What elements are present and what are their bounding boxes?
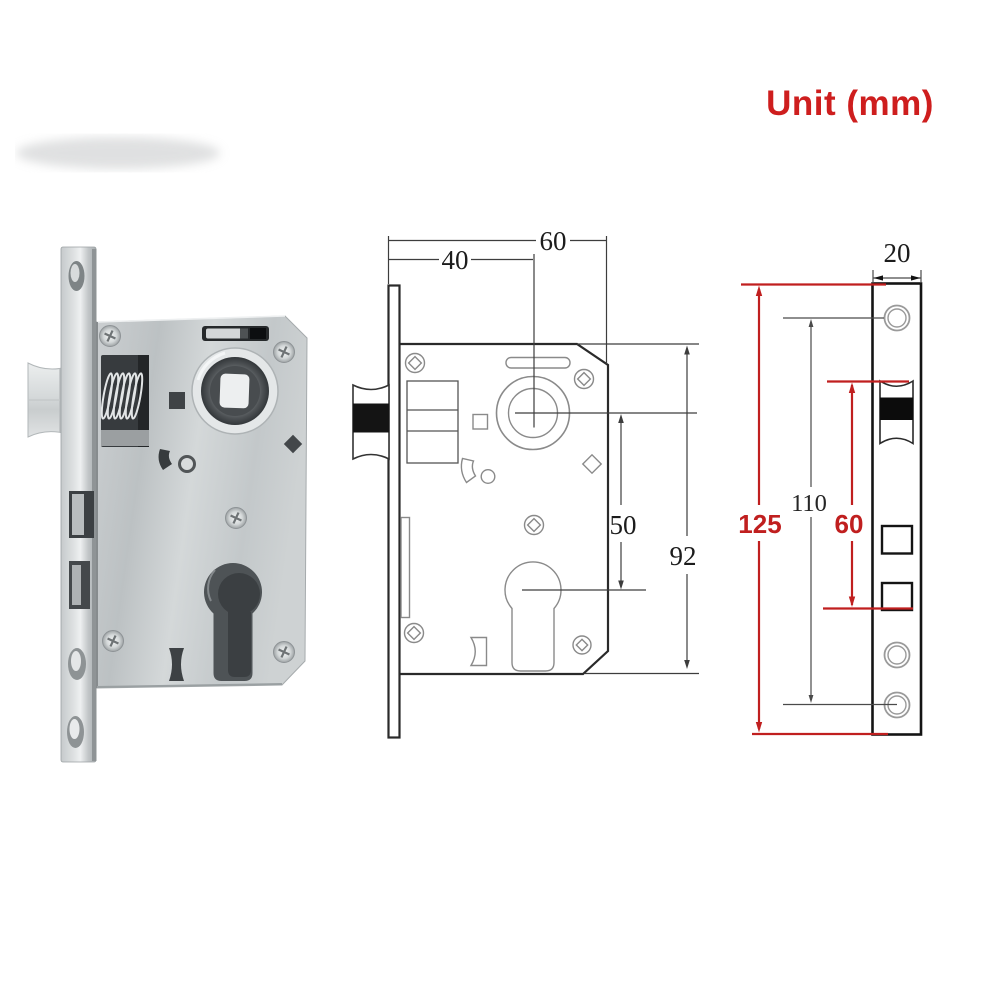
faceplate-view-drawing: 20 110 125 (738, 238, 923, 736)
screw-middle (225, 507, 247, 529)
deadbolt-slot-drawing (400, 516, 411, 619)
dim-label-50: 50 (610, 510, 637, 540)
dim-label-60-red: 60 (835, 509, 864, 539)
dim-label-92: 92 (670, 541, 697, 571)
screw-span-dimension: 110 (783, 317, 897, 706)
bolt-square-1 (880, 524, 914, 555)
arc-slot-drawing (460, 457, 477, 484)
latch-bolt-drawing (352, 383, 390, 461)
dim-label-110: 110 (791, 490, 827, 517)
screw-top-left (99, 325, 121, 347)
width-dimension: 20 (872, 238, 922, 283)
bracket-slot-drawing (469, 636, 488, 667)
screw-boss-top-left (404, 352, 426, 374)
dim-label-20: 20 (884, 238, 911, 268)
plate-hole-top (883, 304, 911, 332)
lever-slot-drawing (505, 356, 571, 369)
bolt-square-2 (880, 581, 914, 612)
spindle-hub (191, 347, 279, 435)
side-view-drawing: 60 40 50 92 (352, 226, 699, 739)
cylinder-profile-drawing (504, 561, 562, 672)
dim-label-125: 125 (738, 509, 781, 539)
diamond-hole-drawing (581, 453, 603, 475)
screw-top-right (273, 341, 295, 363)
deadbolt-hole-1 (69, 491, 94, 538)
plate-length-dimension: 125 (738, 283, 888, 736)
faceplate-screw-hole-bottom (67, 716, 84, 748)
screw-boss-bottom-right (572, 635, 592, 655)
square-hole-photo (169, 392, 185, 409)
dim-label-60: 60 (540, 226, 567, 256)
screw-boss-bottom-left (403, 622, 425, 644)
faceplate-screw-hole-mid (68, 648, 86, 680)
screw-boss-middle (523, 514, 545, 536)
spring-window (100, 355, 149, 447)
dim-label-40: 40 (442, 245, 469, 275)
square-hole-drawing (472, 413, 489, 430)
faceplate-photo (60, 246, 97, 763)
cylinder-cutout-photo (204, 563, 263, 681)
unit-label: Unit (mm) (766, 84, 934, 123)
bracket-slot-photo (169, 648, 184, 681)
diamond-hole-photo (283, 434, 303, 454)
top-slot-lever (202, 326, 269, 341)
coil-spring (100, 372, 144, 420)
screw-boss-top-right (573, 368, 595, 390)
latch-opening-front (879, 379, 914, 445)
latch-span-dimension: 60 (823, 380, 913, 610)
faceplate-front-outline (871, 282, 923, 736)
arc-slot-photo (158, 449, 172, 470)
deadbolt-hole-2 (69, 561, 90, 609)
plate-hole-mid (883, 641, 911, 669)
photo-shadow (16, 137, 220, 169)
screw-bottom-left (102, 630, 124, 652)
faceplate-screw-hole-top (68, 261, 85, 291)
lock-photo (16, 137, 308, 763)
phillips-screws (99, 325, 295, 663)
faceplate-outline (387, 284, 401, 739)
pin-hole-photo (178, 455, 196, 473)
latch-spring-box (406, 380, 459, 464)
side-view-dimensions: 60 40 50 92 (387, 226, 699, 675)
pin-hole-drawing (480, 469, 496, 485)
screw-bottom-right (273, 641, 295, 663)
